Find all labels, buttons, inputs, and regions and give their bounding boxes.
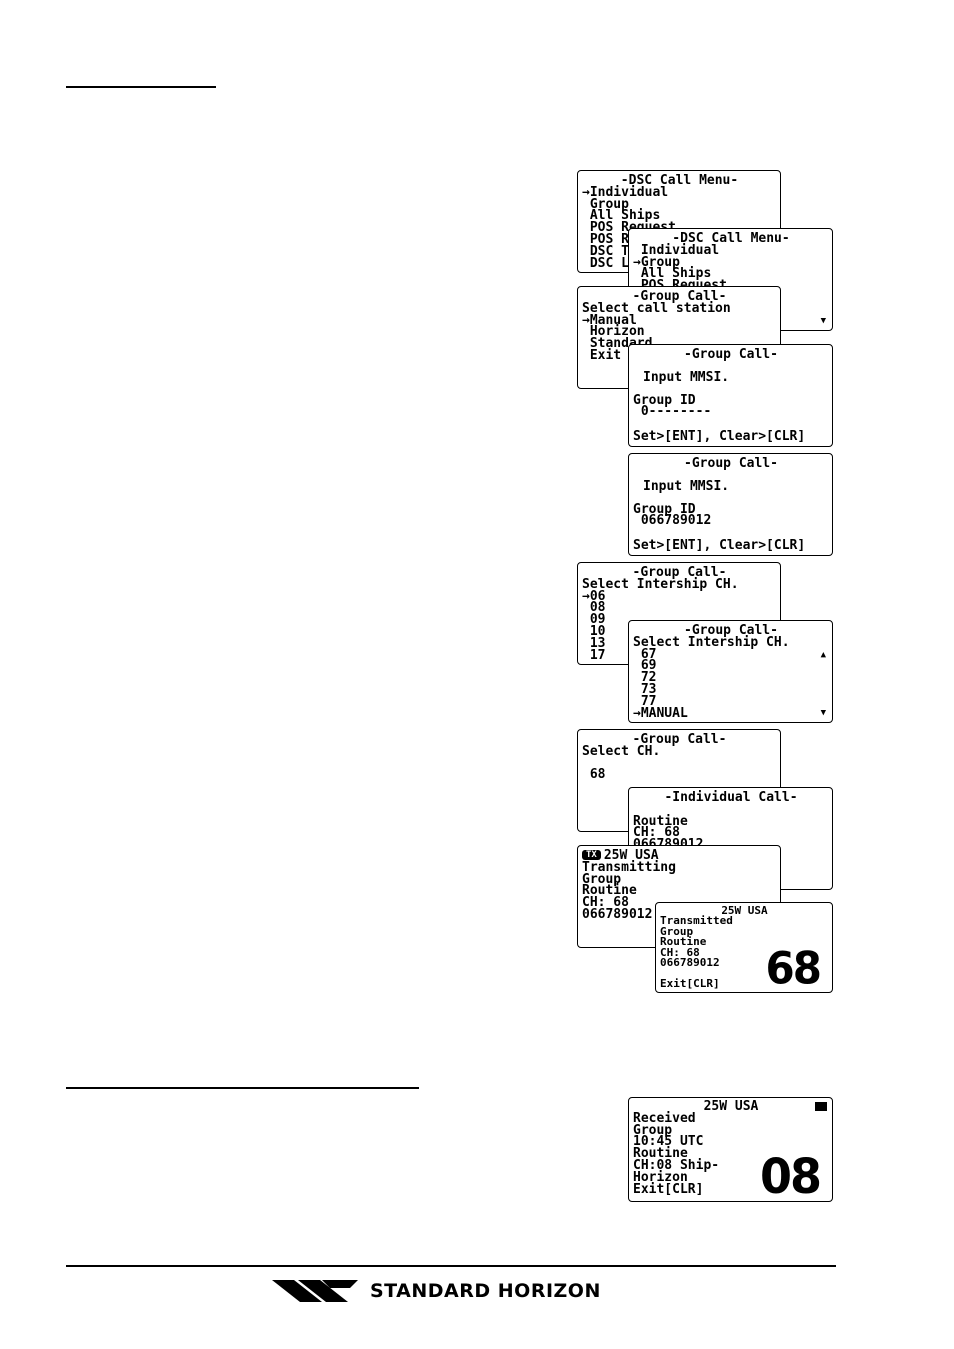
channel-item: 73 (633, 681, 657, 697)
heading-rule-middle (66, 1087, 419, 1089)
screen-title: -Individual Call- (664, 790, 798, 805)
menu-item: →Group (633, 254, 680, 270)
screen-line: Routine (633, 813, 688, 829)
screen-line: Select call station (582, 300, 731, 316)
screen-line: Input MMSI. (643, 478, 730, 494)
channel-item: 09 (582, 612, 606, 628)
tx-indicator-icon: TX (582, 850, 601, 860)
group-id-value: 066789012 (633, 513, 712, 529)
screen-line: Routine (633, 1146, 688, 1162)
menu-item: →Manual (582, 312, 637, 328)
screen-line: Horizon (633, 1169, 688, 1185)
menu-item: →Individual (582, 184, 669, 200)
screen-title: -DSC Call Menu- (672, 231, 790, 246)
logo-mark-icon (272, 1280, 358, 1302)
screen-line: CH: 68 (582, 895, 629, 911)
screen-line: CH: 68 (633, 825, 680, 841)
screen-title: -Group Call- (632, 565, 727, 580)
power-region: 25W USA (703, 1099, 759, 1114)
screen-line: 066789012 (582, 906, 653, 922)
scroll-down-icon: ▼ (820, 316, 826, 326)
lcd-screen-dsc-call-menu-individual: -DSC Call Menu- →Individual Group All Sh… (577, 170, 781, 273)
menu-item: Horizon (582, 324, 645, 340)
screen-line: Group (660, 924, 694, 938)
screen-line: Select CH. (582, 743, 661, 759)
standard-horizon-logo: STANDARD HORIZON (272, 1278, 601, 1304)
screen-line: Group (633, 1122, 673, 1138)
channel-item: →06 (582, 588, 606, 604)
channel-value: 68 (582, 767, 606, 783)
channel-number-large: 08 (759, 1147, 822, 1202)
screen-line: CH:08 Ship- (633, 1157, 720, 1173)
logo-text: STANDARD HORIZON (370, 1280, 601, 1302)
lcd-screen-transmitted: 25W USA Transmitted Group Routine CH: 68… (655, 902, 833, 993)
screen-title: -Group Call- (684, 456, 778, 471)
channel-number-large: 68 (765, 942, 822, 993)
channel-item: 13 (582, 635, 606, 651)
screen-line: Group ID (633, 392, 696, 408)
screen-footer: Set>[ENT], Clear>[CLR] (633, 538, 806, 554)
lcd-screen-received-group: 25W USA Received Group 10:45 UTC Routine… (628, 1097, 833, 1202)
screen-line: Select Intership CH. (633, 634, 790, 650)
menu-item: Exit (582, 347, 622, 363)
screen-line: Transmitted (660, 914, 733, 928)
screen-title: -Group Call- (632, 289, 727, 304)
footer-rule (66, 1265, 836, 1267)
screen-line: Routine (582, 883, 637, 899)
screen-line (582, 758, 777, 770)
screen-line: 10:45 UTC (633, 1134, 704, 1150)
scroll-up-icon: ▲ (820, 650, 826, 660)
power-region: 25W USA (721, 904, 768, 917)
channel-item: 77 (633, 693, 657, 709)
channel-item: 17 (582, 647, 606, 663)
channel-item: 10 (582, 623, 606, 639)
menu-item: All Ships (582, 208, 661, 224)
scroll-down-icon: ▼ (820, 708, 826, 718)
channel-item: 72 (633, 670, 657, 686)
screen-title: -Group Call- (632, 732, 727, 747)
lcd-screen-group-call-input-filled: -Group Call- Input MMSI. Group ID 066789… (628, 453, 833, 556)
screen-line: Received (633, 1110, 696, 1126)
screen-line: Group ID (633, 501, 696, 517)
screen-line: Input MMSI. (643, 369, 730, 385)
group-id-value: 0-------- (633, 404, 712, 420)
battery-icon (815, 1102, 827, 1111)
channel-item: 69 (633, 658, 657, 674)
screen-line: Group (582, 871, 622, 887)
screen-line: CH: 68 (660, 945, 700, 959)
screen-line: 066789012 (660, 955, 720, 969)
screen-title: -DSC Call Menu- (620, 173, 739, 188)
heading-rule-top (66, 86, 216, 88)
screen-footer: Exit[CLR] (633, 1181, 704, 1197)
screen-line: Routine (660, 935, 707, 949)
menu-item: All Ships (633, 266, 712, 282)
lcd-screen-select-intership-ch-manual: -Group Call- Select Intership CH. 67 69 … (628, 620, 833, 723)
power-region: 25W USA (603, 848, 659, 863)
menu-item: Individual (633, 242, 720, 258)
channel-item: →MANUAL (633, 705, 688, 721)
screen-title: -Group Call- (684, 623, 778, 638)
menu-item: Group (582, 196, 629, 212)
channel-item: 08 (582, 600, 606, 616)
screen-line: Transmitting (582, 859, 676, 875)
channel-item: 67 (633, 646, 657, 662)
screen-footer: Set>[ENT], Clear>[CLR] (633, 429, 806, 445)
lcd-screen-group-call-input-empty: -Group Call- Input MMSI. Group ID 0-----… (628, 344, 833, 447)
screen-footer: Exit[CLR] (660, 976, 720, 990)
screen-title: -Group Call- (684, 347, 778, 362)
screen-line: Select Intership CH. (582, 576, 739, 592)
